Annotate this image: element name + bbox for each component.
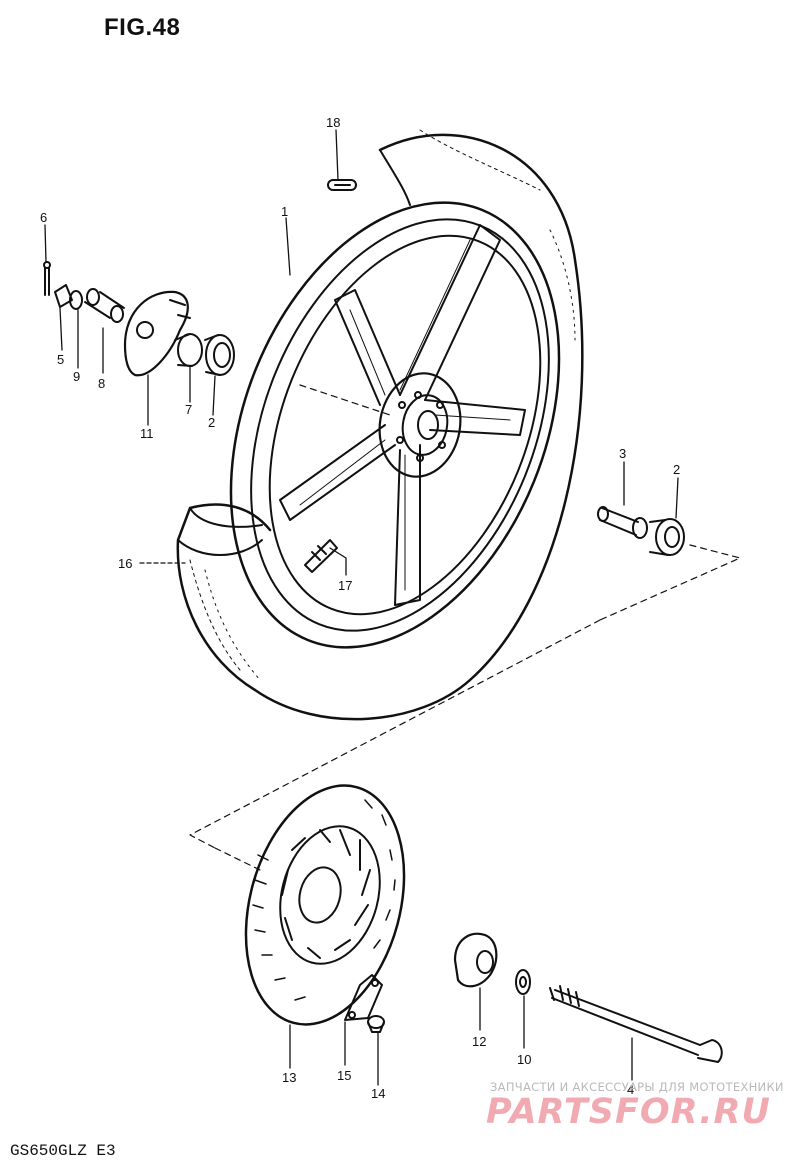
- model-code: GS650GLZ E3: [10, 1142, 116, 1160]
- tire: [176, 129, 584, 721]
- callout-13: 13: [282, 1070, 296, 1085]
- disc-bolt: [367, 1015, 385, 1033]
- watermark-caption: ЗАПЧАСТИ И АКСЕССУАРЫ ДЛЯ МОТОТЕХНИКИ: [490, 1080, 784, 1094]
- rim-band-clip: [327, 179, 357, 191]
- watermark-brand: PARTSFOR.RU: [486, 1092, 771, 1132]
- axle-washer: [515, 969, 531, 995]
- callout-3: 3: [619, 446, 626, 461]
- callout-2-left: 2: [208, 415, 215, 430]
- rim: [229, 201, 561, 649]
- callout-15: 15: [337, 1068, 351, 1083]
- callout-14: 14: [371, 1086, 385, 1101]
- callout-16: 16: [118, 556, 132, 571]
- hub: [299, 372, 462, 478]
- front-axle: [549, 985, 723, 1063]
- callout-9: 9: [73, 369, 80, 384]
- hub-cover: [453, 932, 498, 988]
- callout-18: 18: [326, 115, 340, 130]
- brake-disc: [244, 784, 406, 1026]
- callout-1: 1: [281, 204, 288, 219]
- spokes: [279, 224, 526, 606]
- callout-7: 7: [185, 402, 192, 417]
- callout-12: 12: [472, 1034, 486, 1049]
- leader-lines: [44, 129, 679, 1086]
- callout-10: 10: [517, 1052, 531, 1067]
- tire-valve: [304, 539, 338, 573]
- callout-8: 8: [98, 376, 105, 391]
- left-axle-parts: [43, 261, 235, 377]
- callout-11: 11: [140, 426, 154, 441]
- callout-4: 4: [627, 1082, 634, 1097]
- callout-labels: 1 2 2 3 4 5 6 7 8 9 10 11 12 13 14 15 16…: [40, 115, 680, 1101]
- callout-6: 6: [40, 210, 47, 225]
- right-axle-parts: [597, 506, 741, 621]
- callout-5: 5: [57, 352, 64, 367]
- callout-17: 17: [338, 578, 352, 593]
- callout-2-right: 2: [673, 462, 680, 477]
- figure-title: FIG.48: [104, 14, 181, 41]
- lock-washer: [344, 974, 383, 1021]
